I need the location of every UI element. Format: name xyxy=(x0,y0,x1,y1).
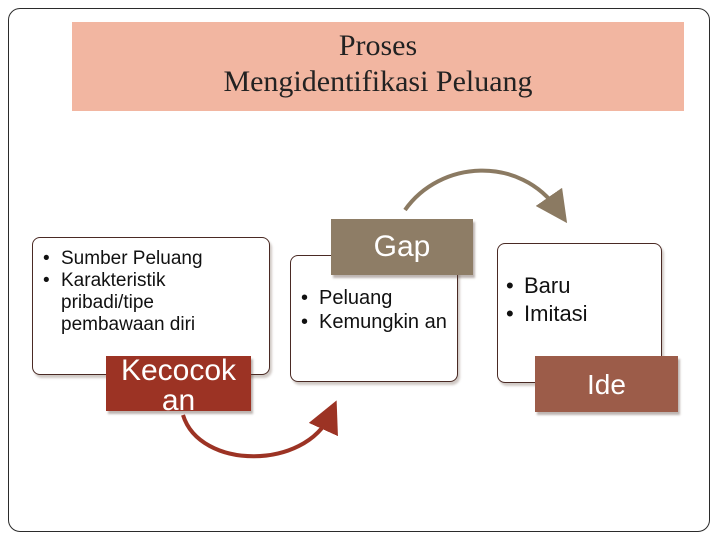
title-line-1: Proses xyxy=(338,29,418,62)
kecocokan-card: Sumber Peluang Karakteristik pribadi/tip… xyxy=(32,237,270,375)
kecocokan-item-2: Karakteristik pribadi/tipe pembawaan dir… xyxy=(43,270,259,336)
slide-title: Proses Mengidentifikasi Peluang xyxy=(72,22,684,111)
arrow-gap-to-ide xyxy=(403,168,568,224)
gap-item-1: Peluang xyxy=(301,286,451,310)
ide-item-2: Imitasi xyxy=(506,300,655,328)
kecocokan-item-1: Sumber Peluang xyxy=(43,248,259,270)
kecocokan-tag: Kecocok an xyxy=(106,356,251,416)
gap-card: Peluang Kemungkin an xyxy=(290,255,458,382)
title-line-2: Mengidentifikasi Peluang xyxy=(223,65,533,98)
gap-item-2: Kemungkin an xyxy=(301,310,451,334)
ide-tag: Ide xyxy=(535,356,678,412)
ide-item-1: Baru xyxy=(506,272,655,300)
gap-tag: Gap xyxy=(331,219,473,275)
arrow-kecocokan-to-gap xyxy=(181,400,338,459)
slide-frame xyxy=(8,8,710,532)
ide-card: Baru Imitasi xyxy=(497,243,662,383)
